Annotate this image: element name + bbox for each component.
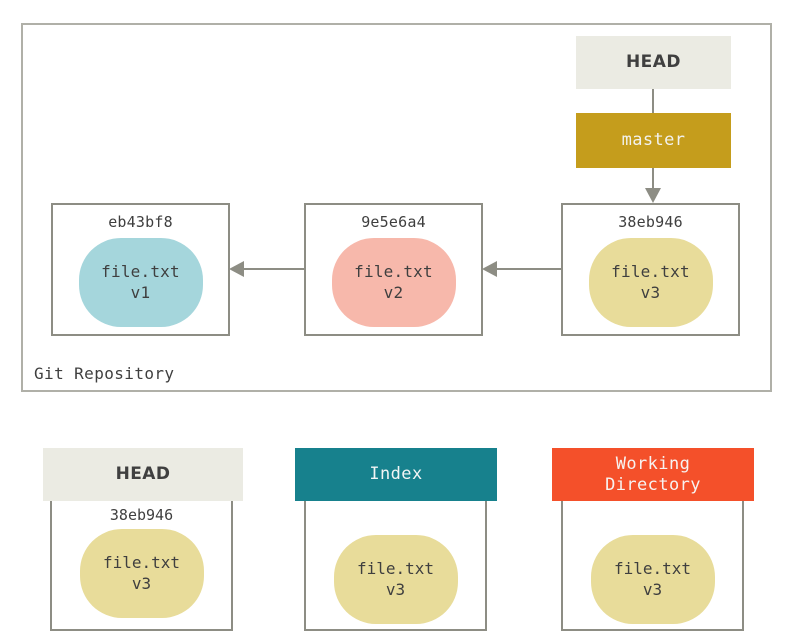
blob-version: v3	[385, 579, 406, 599]
blob-file-name: file.txt	[102, 553, 181, 573]
commit-sha-label: 38eb946	[618, 213, 683, 231]
area-box-head[interactable]: 38eb946 file.txt v3	[50, 501, 233, 631]
commit-blob-v3: file.txt v3	[588, 238, 713, 327]
master-ref-box[interactable]: master	[576, 113, 731, 168]
connector-commit3-to-commit2-line	[496, 268, 562, 270]
commit-blob-v1: file.txt v1	[78, 238, 203, 327]
connector-master-to-commit-arrowhead	[645, 188, 661, 203]
connector-commit3-to-commit2-arrowhead	[482, 261, 497, 277]
blob-file-name: file.txt	[613, 559, 692, 579]
area-header-head[interactable]: HEAD	[43, 448, 243, 501]
blob-version: v1	[130, 282, 151, 302]
head-ref-label: HEAD	[625, 52, 682, 73]
commit-sha-label: eb43bf8	[108, 213, 173, 231]
commit-blob-v2: file.txt v2	[331, 238, 456, 327]
connector-master-to-commit-line	[652, 168, 654, 190]
area-title-working-line2: Directory	[605, 474, 701, 495]
head-ref-box[interactable]: HEAD	[576, 36, 731, 89]
blob-version: v3	[642, 579, 663, 599]
blob-file-name: file.txt	[611, 262, 690, 282]
area-blob-working-directory: file.txt v3	[590, 535, 715, 624]
area-box-index[interactable]: file.txt v3	[304, 501, 487, 631]
area-header-index[interactable]: Index	[295, 448, 497, 501]
area-header-working-directory[interactable]: Working Directory	[552, 448, 754, 501]
area-blob-head: file.txt v3	[79, 529, 204, 618]
commit-box-38eb946[interactable]: 38eb946 file.txt v3	[561, 203, 740, 336]
git-repository-label: Git Repository	[34, 364, 175, 383]
blob-version: v3	[131, 573, 152, 593]
commit-sha-label: 9e5e6a4	[361, 213, 426, 231]
master-ref-label: master	[621, 130, 686, 151]
area-title-head: HEAD	[115, 464, 171, 485]
blob-version: v2	[383, 282, 404, 302]
connector-commit2-to-commit1-arrowhead	[229, 261, 244, 277]
area-sha-label: 38eb946	[109, 506, 174, 524]
blob-file-name: file.txt	[354, 262, 433, 282]
area-title-index: Index	[369, 464, 423, 485]
area-box-working-directory[interactable]: file.txt v3	[561, 501, 744, 631]
connector-head-to-master	[652, 89, 654, 113]
blob-version: v3	[640, 282, 661, 302]
commit-box-eb43bf8[interactable]: eb43bf8 file.txt v1	[51, 203, 230, 336]
connector-commit2-to-commit1-line	[243, 268, 306, 270]
blob-file-name: file.txt	[356, 559, 435, 579]
area-title-working-line1: Working	[615, 453, 691, 474]
blob-file-name: file.txt	[101, 262, 180, 282]
area-blob-index: file.txt v3	[333, 535, 458, 624]
commit-box-9e5e6a4[interactable]: 9e5e6a4 file.txt v2	[304, 203, 483, 336]
